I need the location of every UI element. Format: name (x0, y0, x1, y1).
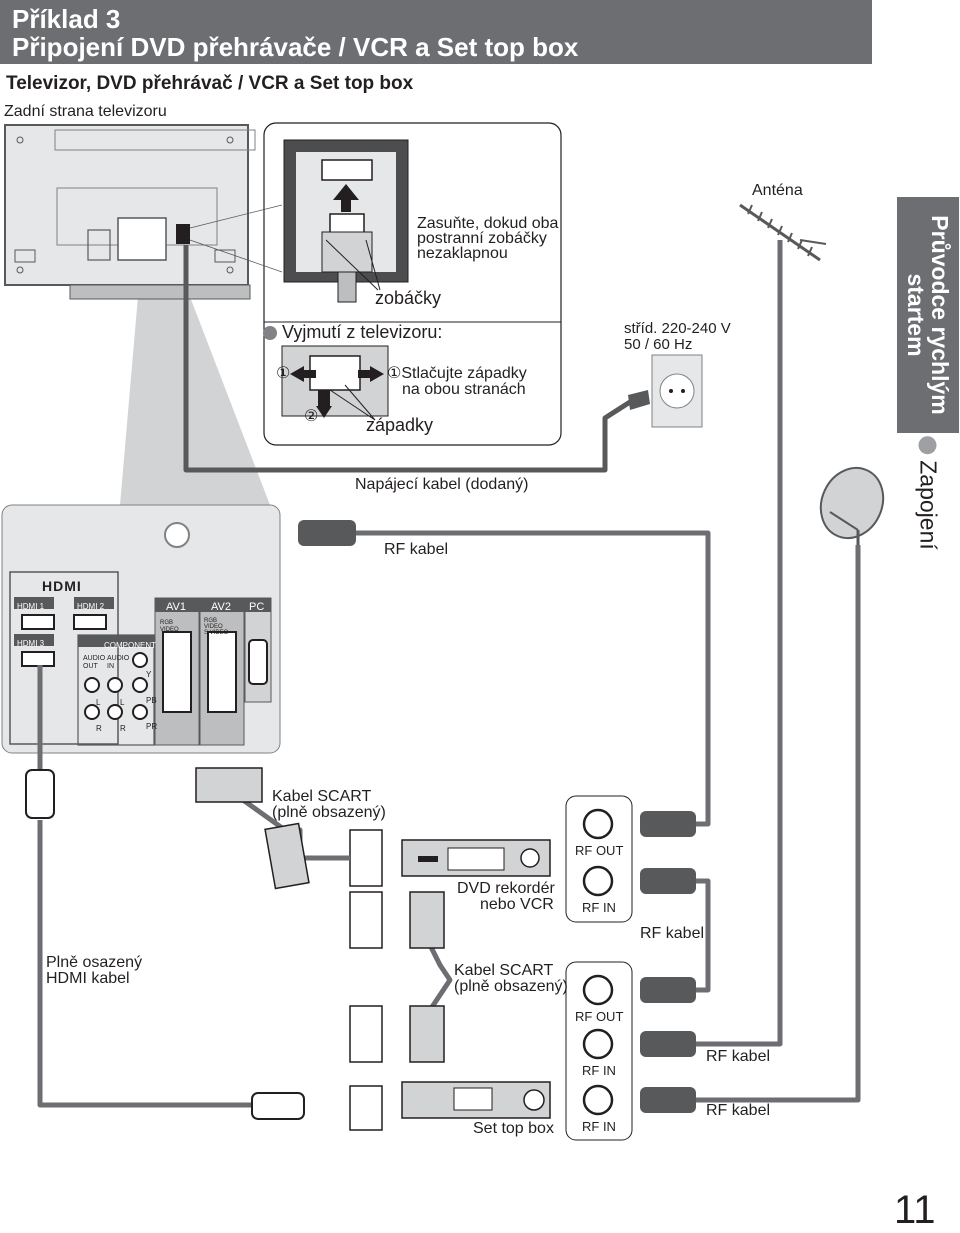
av2-svideo: S VIDEO (204, 630, 229, 636)
audio-in-l: L (120, 698, 125, 707)
mains-line-1: stříd. 220-240 V (624, 320, 731, 337)
dvd-scart-socket-2 (349, 891, 383, 949)
wall-outlet (628, 354, 703, 428)
power-cable (183, 245, 632, 473)
audio-in-r: R (120, 724, 126, 733)
av2-video: VIDEO (204, 624, 223, 630)
rf-cable-label: RF kabel (384, 541, 449, 558)
dvd-rf-box (565, 795, 633, 923)
comp-pr: PR (146, 722, 158, 731)
press-text-2: na obou stranách (402, 381, 526, 398)
scart-plug-dvd (264, 822, 310, 890)
av1-video: VIDEO (160, 627, 179, 633)
antenna (739, 203, 827, 262)
scart-plug-tv (195, 767, 263, 803)
audio-in-2: IN (107, 663, 114, 670)
sidebar-title: Průvodce rychlým startem (903, 215, 953, 415)
audio-out-2: OUT (83, 663, 98, 670)
zoom-wedge (120, 250, 270, 505)
sidebar-tab (897, 197, 959, 433)
stb-rf-out: RF OUT (575, 1009, 624, 1024)
component-label: COMPONENT (104, 641, 156, 650)
scart2-line-2: (plně obsazený) (454, 978, 568, 995)
satellite-dish (819, 466, 885, 545)
sidebar-line-2: startem (903, 273, 929, 357)
stb-rf-in-1: RF IN (582, 1063, 616, 1078)
audio-in-1: AUDIO (107, 655, 130, 662)
stb-scart-socket (349, 1005, 383, 1063)
set-top-box-device (401, 1081, 551, 1119)
press-text-1: ①Stlačujte západky (387, 365, 527, 382)
hooks-label: zobáčky (375, 288, 442, 308)
hdmi-plug-stb (251, 1092, 305, 1120)
plug-insert-illustration (283, 139, 409, 303)
stb-label: Set top box (473, 1120, 554, 1137)
scart2-line-1: Kabel SCART (454, 962, 554, 979)
section-label: Zapojení (915, 460, 942, 550)
audio-out-1: AUDIO (83, 655, 106, 662)
stb-rf-in-2: RF IN (582, 1119, 616, 1134)
latches-label: západky (366, 415, 434, 435)
tv-terminal-panel (1, 504, 281, 754)
av1-label: AV1 (166, 601, 186, 613)
rear-label: Zadní strana televizoru (4, 103, 167, 120)
av2-label: AV2 (211, 601, 231, 613)
step1-marker: ① (276, 365, 291, 382)
dvd-label-2: nebo VCR (480, 896, 554, 913)
antenna-label: Anténa (752, 182, 803, 199)
power-cable-label: Napájecí kabel (dodaný) (355, 476, 529, 493)
tv-rear (4, 124, 256, 300)
dvd-label-1: DVD rekordér (457, 880, 555, 897)
hdmi2-label: HDMI 2 (77, 602, 105, 611)
stb-hdmi-socket (349, 1085, 383, 1131)
plug-remove-illustration (281, 345, 389, 421)
mains-line-2: 50 / 60 Hz (624, 336, 693, 353)
section-dot (918, 436, 937, 455)
pc-label: PC (249, 601, 265, 613)
av2-rgb: RGB (204, 618, 218, 624)
header-line-2: Připojení DVD přehrávače / VCR a Set top… (12, 32, 579, 62)
header-line-1: Příklad 3 (12, 4, 121, 34)
dvd-recorder (401, 839, 551, 877)
scart1-line-1: Kabel SCART (272, 788, 372, 805)
dvd-rf-in: RF IN (582, 900, 616, 915)
rf-plugs (298, 520, 696, 1113)
sidebar-section: Zapojení (915, 436, 942, 550)
audio-out-l: L (96, 698, 101, 707)
scart-plug-stb (409, 1005, 445, 1063)
audio-out-r: R (96, 724, 102, 733)
step2-marker: ② (304, 408, 319, 425)
cables (37, 240, 861, 1108)
rf-kabel-label-1: RF kabel (640, 925, 705, 942)
hdmi1-label: HDMI 1 (17, 602, 45, 611)
comp-pb: PB (146, 696, 157, 705)
rf-kabel-label-3: RF kabel (706, 1102, 771, 1119)
remove-title: Vyjmutí z televizoru: (282, 322, 443, 342)
insert-text-1: Zasuňte, dokud oba (417, 215, 559, 232)
bullet-dot (263, 326, 277, 340)
hdmi-plug-tv (25, 769, 55, 819)
hdmi-cable-line-2: HDMI kabel (46, 970, 130, 987)
dvd-rf-out: RF OUT (575, 843, 624, 858)
hdmi-cable-line-1: Plně osazený (46, 954, 143, 971)
av1-rgb: RGB (160, 620, 174, 626)
dvd-scart-socket-1 (349, 829, 383, 887)
page-header: Příklad 3 Připojení DVD přehrávače / VCR… (0, 0, 872, 64)
scart1-line-2: (plně obsazený) (272, 804, 386, 821)
subtitle: Televizor, DVD přehrávač / VCR a Set top… (6, 73, 414, 94)
insert-text-2: postranní zobáčky (417, 230, 547, 247)
page-number: 11 (894, 1188, 936, 1232)
rf-kabel-label-2: RF kabel (706, 1048, 771, 1065)
scart-plug-dvd2 (409, 891, 445, 949)
insert-text-3: nezaklapnou (417, 245, 508, 262)
sidebar-line-1: Průvodce rychlým (927, 215, 953, 415)
hdmi-logo: HDMI (42, 578, 82, 594)
comp-y: Y (146, 670, 152, 679)
hdmi3-label: HDMI 3 (17, 639, 45, 648)
